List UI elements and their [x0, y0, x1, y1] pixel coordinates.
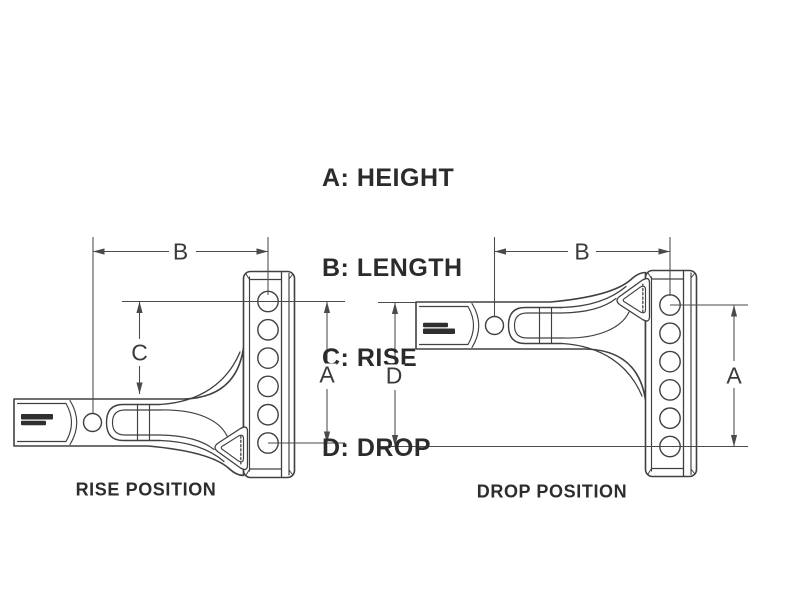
dim-label-rise: C [129, 339, 150, 365]
legend-line-drop: D: DROP [322, 434, 432, 462]
dim-label-drop: D [383, 362, 405, 388]
dim-label-length-drop: B [572, 238, 592, 264]
arrowheads-rise [93, 248, 331, 443]
dimension-lines-rise [92, 237, 345, 444]
legend-line-length: B: LENGTH [322, 254, 463, 282]
dim-label-height-rise: A [317, 361, 337, 388]
dim-label-length-rise: B [170, 238, 191, 264]
caption-drop-position: DROP POSITION [476, 481, 628, 502]
dimension-legend: A: HEIGHT B: LENGTH C: RISE D: DROP [322, 103, 463, 523]
legend-line-height: A: HEIGHT [322, 164, 455, 192]
arrowheads-drop [391, 248, 738, 447]
dimension-lines-drop [378, 237, 748, 448]
rise-diagram [13, 270, 296, 479]
dim-label-height-drop: A [724, 362, 744, 388]
caption-rise-position: RISE POSITION [75, 479, 217, 500]
